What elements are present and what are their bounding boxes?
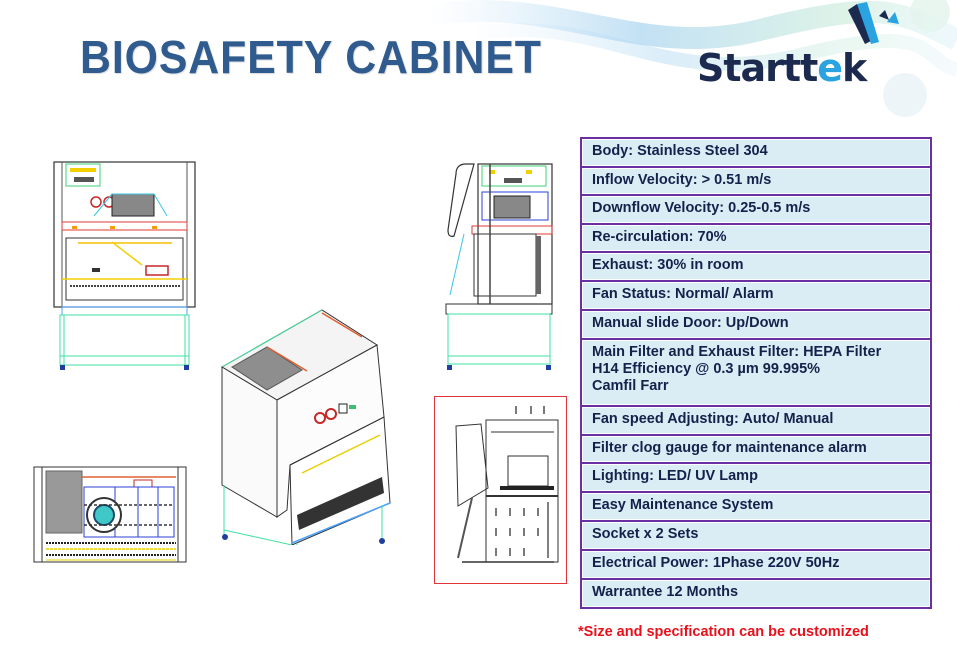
spec-text: Main Filter and Exhaust Filter: HEPA Fil… [592, 344, 882, 394]
spec-text: Inflow Velocity: > 0.51 m/s [592, 172, 772, 188]
spec-text: Electrical Power: 1Phase 220V 50Hz [592, 555, 840, 571]
front-view-drawing [53, 161, 196, 370]
spec-text: Filter clog gauge for maintenance alarm [592, 440, 867, 456]
airflow-diagram-frame [434, 396, 567, 584]
spec-row: Manual slide Door: Up/Down [582, 311, 930, 340]
spec-row: Inflow Velocity: > 0.51 m/s [582, 168, 930, 196]
isometric-view-drawing [221, 309, 391, 545]
side-view-drawing [445, 163, 553, 370]
page-title: BIOSAFETY CABINET [80, 31, 542, 83]
spec-text: Re-circulation: 70% [592, 229, 727, 245]
spec-text: Downflow Velocity: 0.25-0.5 m/s [592, 200, 811, 216]
spec-row: Electrical Power: 1Phase 220V 50Hz [582, 551, 930, 580]
airflow-diagram-drawing [455, 406, 559, 563]
spec-row: Warrantee 12 Months [582, 580, 930, 607]
spec-text: Body: Stainless Steel 304 [592, 143, 768, 159]
starttek-logo: Starttek [695, 2, 915, 102]
spec-row: Fan Status: Normal/ Alarm [582, 282, 930, 311]
spec-row: Body: Stainless Steel 304 [582, 139, 930, 168]
logo-wordmark: Starttek [697, 46, 867, 90]
spec-text: Warrantee 12 Months [592, 584, 739, 600]
spec-row: Main Filter and Exhaust Filter: HEPA Fil… [582, 340, 930, 407]
spec-row: Easy Maintenance System [582, 493, 930, 522]
spec-row: Re-circulation: 70% [582, 225, 930, 253]
top-view-drawing [33, 466, 187, 563]
spec-text: Exhaust: 30% in room [592, 257, 744, 273]
spec-text: Lighting: LED/ UV Lamp [592, 468, 758, 484]
spec-text: Fan Status: Normal/ Alarm [592, 286, 774, 302]
spec-row: Filter clog gauge for maintenance alarm [582, 436, 930, 464]
spec-row: Downflow Velocity: 0.25-0.5 m/s [582, 196, 930, 225]
spec-row: Exhaust: 30% in room [582, 253, 930, 282]
customization-note: *Size and specification can be customize… [578, 624, 869, 640]
spec-text: Fan speed Adjusting: Auto/ Manual [592, 411, 834, 427]
spec-text: Manual slide Door: Up/Down [592, 315, 789, 331]
spec-text: Easy Maintenance System [592, 497, 774, 513]
spec-row: Lighting: LED/ UV Lamp [582, 464, 930, 493]
spec-row: Fan speed Adjusting: Auto/ Manual [582, 407, 930, 436]
spec-row: Socket x 2 Sets [582, 522, 930, 551]
logo-mark-icon [848, 2, 899, 44]
spec-text: Socket x 2 Sets [592, 526, 699, 542]
